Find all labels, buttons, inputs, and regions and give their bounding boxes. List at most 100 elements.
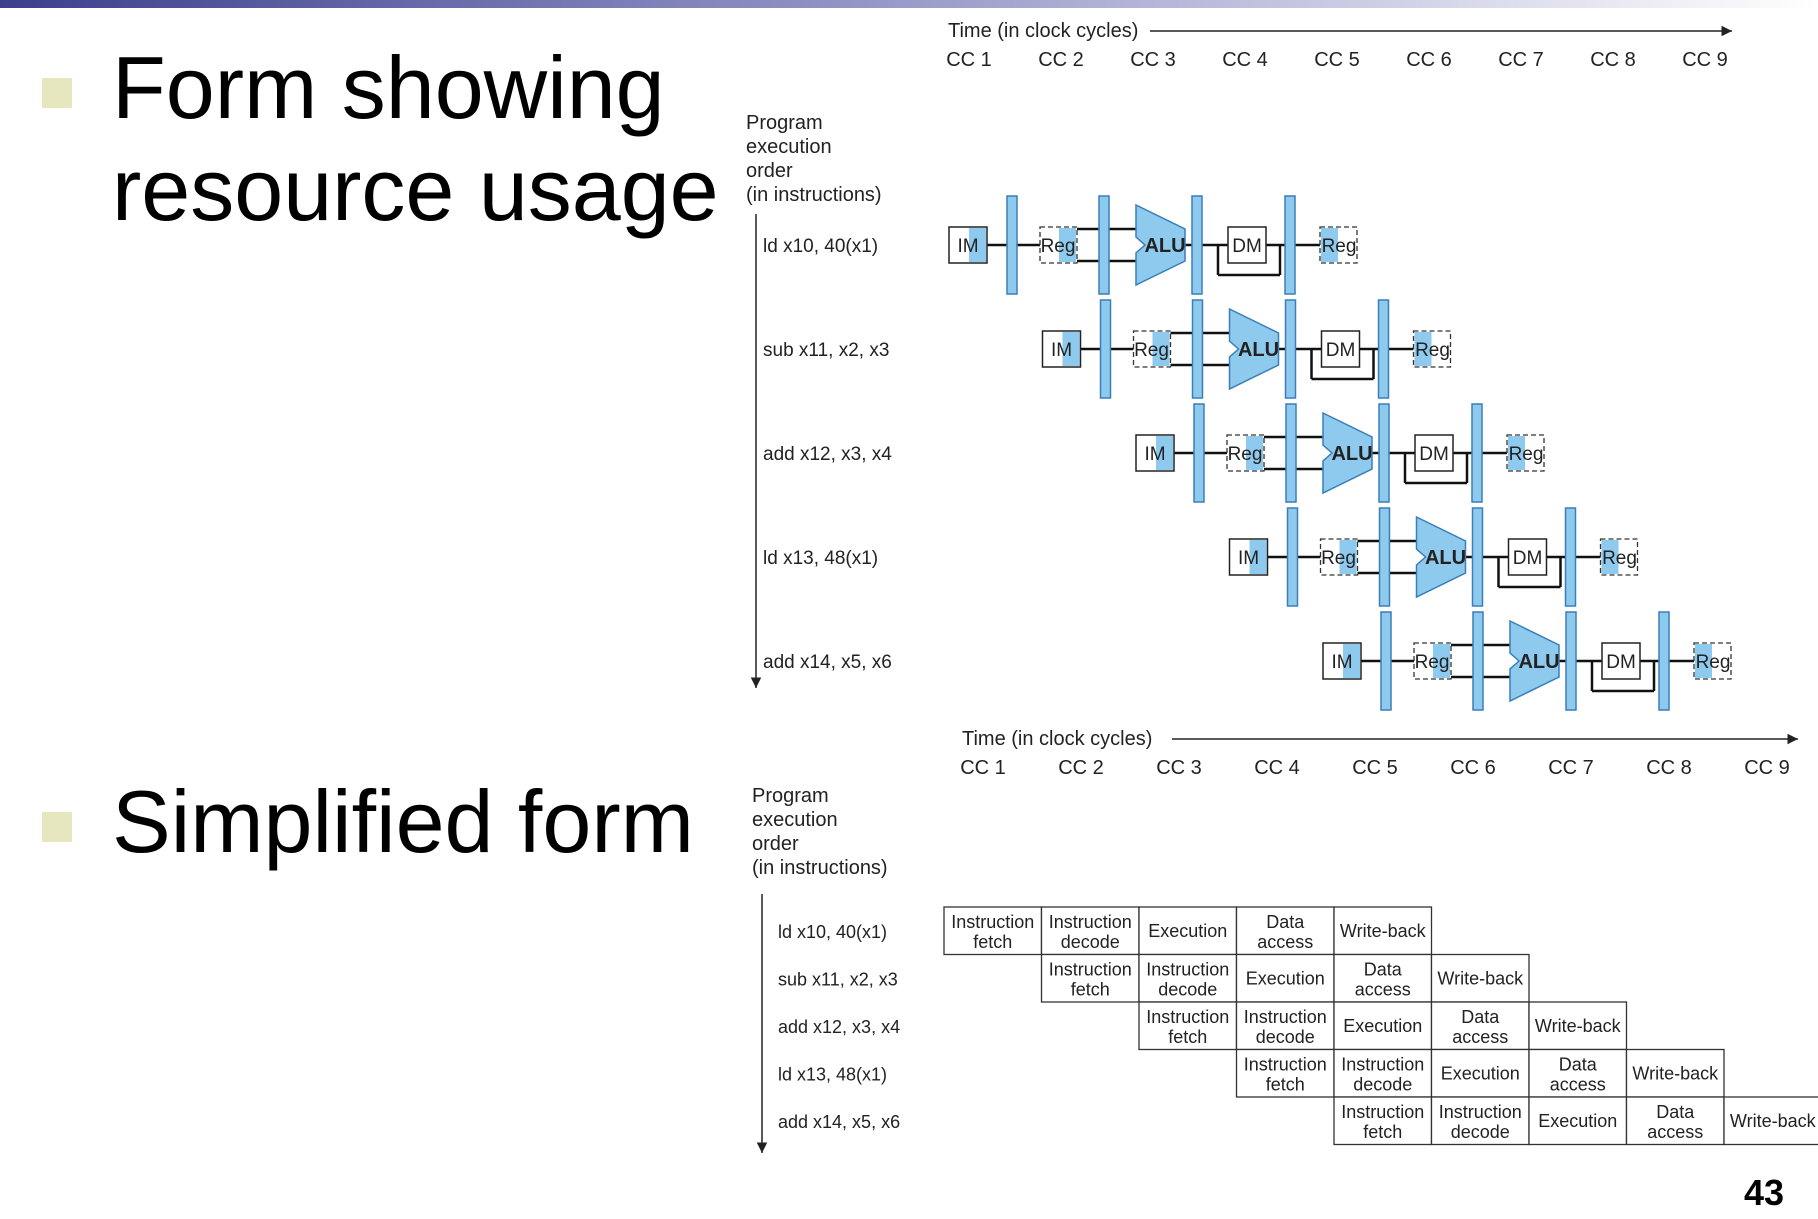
pipeline-register [1471, 507, 1484, 607]
pipeline-register [1472, 611, 1484, 711]
dm-stage-box [1320, 330, 1361, 368]
bullet-simplified-form: Simplified form [112, 772, 694, 871]
top-instruction-label: add x14, x5, x6 [763, 652, 892, 673]
dm-stage-box [1227, 226, 1267, 264]
stage-cell-label-line-1: Instruction [1341, 1055, 1424, 1075]
pipeline-register [1658, 611, 1670, 711]
reg-write-shade [1695, 644, 1712, 678]
stage-cell-label-line-1: Instruction [1244, 1055, 1327, 1075]
dm-stage-label: DM [1606, 652, 1636, 673]
top-cycle-label: CC 2 [1038, 49, 1084, 71]
im-stage-label: IM [1144, 444, 1165, 465]
stage-cell [1138, 906, 1238, 956]
stage-cell [1625, 1048, 1725, 1098]
bottom-pipeline-row: ld x13, 48(x1)InstructionfetchInstructio… [778, 1048, 1725, 1098]
pipeline-register [1099, 299, 1112, 399]
top-instruction-label: ld x10, 40(x1) [763, 236, 878, 257]
top-instruction-label: sub x11, x2, x3 [763, 340, 889, 361]
bottom-cycle-label: CC 2 [1058, 757, 1104, 779]
im-stage-label: IM [1051, 340, 1072, 361]
bottom-cycle-label: CC 1 [960, 757, 1006, 779]
reg-read-shade [1059, 228, 1076, 262]
stage-cell-label-line-2: access [1647, 1122, 1703, 1142]
stage-cell-label: Execution [1441, 1064, 1520, 1084]
reg-write-shade [1601, 540, 1619, 574]
alu-stage-label: ALU [1331, 443, 1372, 465]
reg-write-label: Reg [1602, 548, 1637, 569]
stage-cell-label-line-2: access [1355, 980, 1411, 1000]
stage-cell-label: Execution [1246, 969, 1325, 989]
reg-write-shade [1414, 332, 1432, 366]
reg-read-shade [1433, 644, 1450, 678]
top-instruction-label: add x12, x3, x4 [763, 444, 892, 465]
pipeline-register [1377, 299, 1390, 399]
pipeline-register [1191, 299, 1204, 399]
stage-cell [1235, 906, 1335, 956]
reg-read-label: Reg [1321, 548, 1356, 569]
pipeline-register [1285, 403, 1297, 503]
stage-cell-label: Write-back [1632, 1064, 1719, 1084]
im-stage-label: IM [1331, 652, 1352, 673]
stage-cell-label-line-2: decode [1353, 1075, 1412, 1095]
reg-read-label: Reg [1041, 236, 1076, 257]
im-stage-shade [1343, 644, 1360, 678]
top-cycle-label: CC 1 [946, 49, 992, 71]
bottom-order-label: Program execution order (in instructions… [752, 785, 888, 879]
reg-read-label: Reg [1415, 652, 1450, 673]
top-instruction-label: ld x13, 48(x1) [763, 548, 878, 569]
im-stage-shade [1156, 436, 1173, 470]
top-order-label-line-1: Program [746, 112, 823, 134]
dm-stage-box [1414, 434, 1454, 472]
bottom-instruction-label: ld x10, 40(x1) [778, 922, 887, 942]
im-stage-shade [1249, 540, 1267, 574]
bottom-cycle-label: CC 9 [1744, 757, 1790, 779]
top-cycle-label: CC 3 [1130, 49, 1176, 71]
stage-cell-label-line-2: decode [1256, 1027, 1315, 1047]
reg-write-shade [1508, 436, 1525, 470]
stage-cell-label-line-2: fetch [1168, 1027, 1207, 1047]
bullet-marker-2 [42, 812, 72, 842]
reg-write-label: Reg [1509, 444, 1544, 465]
stage-cell-label-line-1: Instruction [1049, 960, 1132, 980]
reg-write-label: Reg [1322, 236, 1357, 257]
pipeline-register [1191, 195, 1203, 295]
bottom-cycle-label: CC 3 [1156, 757, 1202, 779]
bullet-marker-1 [42, 78, 72, 108]
alu-stage-label: ALU [1425, 547, 1466, 569]
pipeline-register [1286, 507, 1299, 607]
top-cycle-label: CC 7 [1498, 49, 1544, 71]
top-pipeline-row: add x12, x3, x4 IM Reg ALU DM Reg [763, 403, 1545, 503]
top-cycle-label: CC 5 [1314, 49, 1360, 71]
top-cycle-label: CC 6 [1406, 49, 1452, 71]
stage-cell-label-line-1: Data [1656, 1102, 1695, 1122]
stage-cell-label-line-2: access [1257, 932, 1313, 952]
stage-cell [1333, 906, 1433, 956]
dm-stage-label: DM [1326, 340, 1356, 361]
bullet-resource-usage-line-1: Form showing [112, 38, 665, 137]
stage-cell-label: Write-back [1340, 921, 1427, 941]
stage-cell-label-line-2: fetch [1363, 1122, 1402, 1142]
bottom-order-label-line-3: order [752, 833, 799, 855]
bottom-instruction-label: sub x11, x2, x3 [778, 970, 898, 990]
alu-stage-label: ALU [1518, 651, 1559, 673]
reg-read-label: Reg [1228, 444, 1263, 465]
stage-cell [1333, 1001, 1433, 1051]
bottom-pipeline-rows: ld x10, 40(x1)InstructionfetchInstructio… [778, 906, 1818, 1146]
reg-read-shade [1339, 540, 1357, 574]
dm-stage-label: DM [1419, 444, 1449, 465]
stage-cell-label-line-2: fetch [1266, 1075, 1305, 1095]
reg-write-label: Reg [1415, 340, 1450, 361]
stage-cell [1138, 1001, 1238, 1051]
dm-stage-label: DM [1232, 236, 1262, 257]
alu-stage-shape [1322, 411, 1373, 495]
alu-stage-shape [1509, 619, 1560, 703]
reg-read-label: Reg [1134, 340, 1169, 361]
alu-stage-shape [1415, 515, 1467, 599]
top-time-label: Time (in clock cycles) [948, 20, 1138, 42]
stage-cell-label-line-1: Instruction [1244, 1007, 1327, 1027]
